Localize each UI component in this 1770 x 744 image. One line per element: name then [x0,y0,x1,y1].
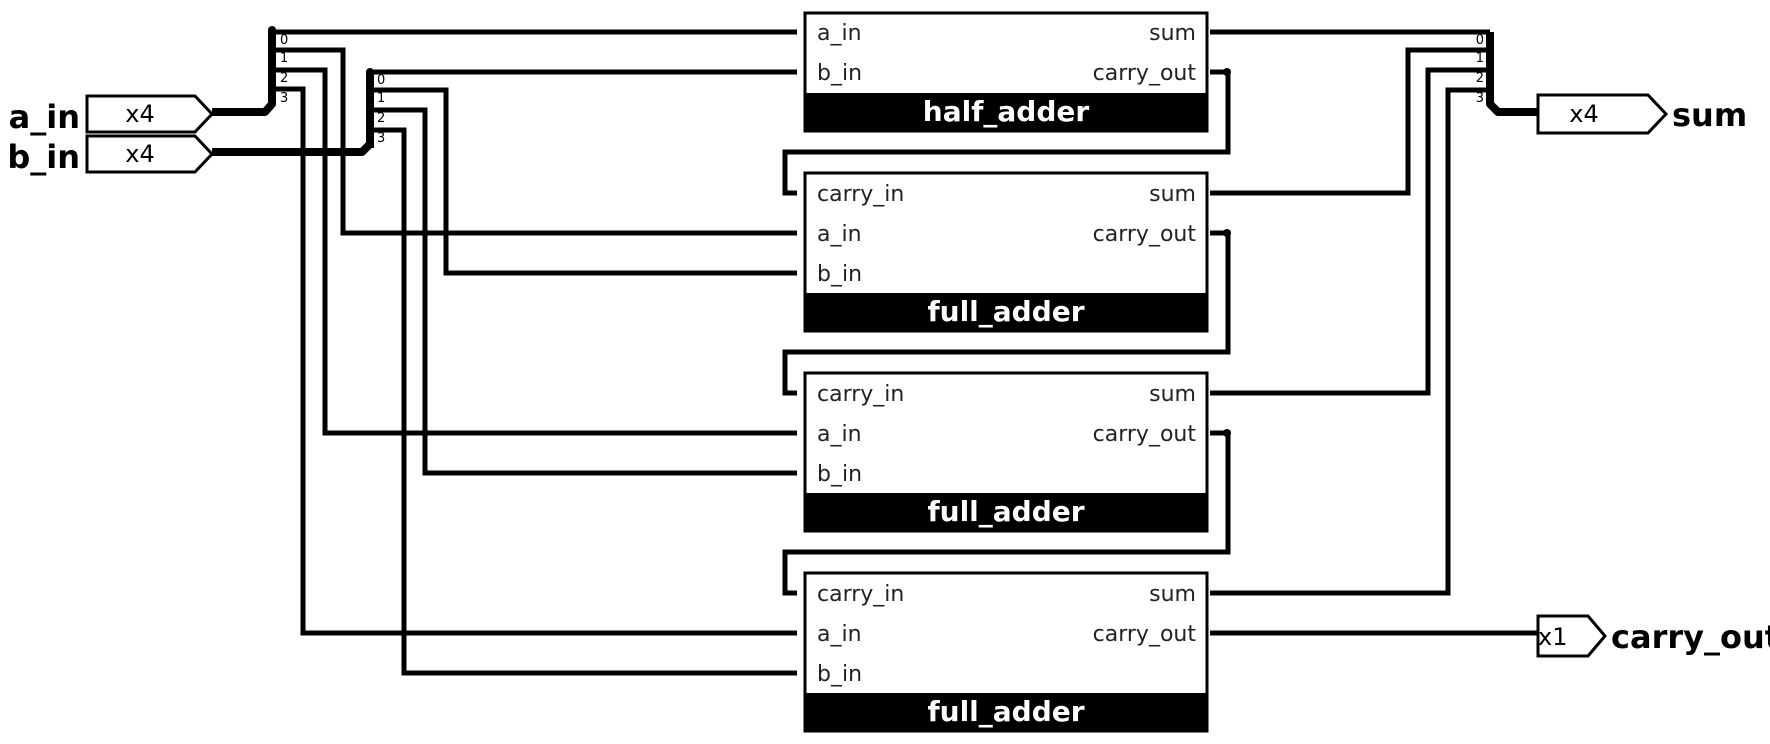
port-carry-out: carry_out [1093,622,1197,647]
port-carry-in: carry_in [817,182,904,207]
block-title-band [805,293,1207,331]
a-in-bit-label: 0 [280,33,288,48]
port-carry-in: carry_in [817,582,904,607]
port-carry-out: carry_out [1093,61,1197,86]
port-sum: sum [1149,582,1196,607]
a-in-bit-label: 3 [280,91,288,106]
port-a-in: a_in [817,422,862,447]
port-sum: sum [1149,382,1196,407]
block-title: half_adder [923,95,1090,128]
half-adder-block: half_adder a_in b_in sum carry_out [803,11,1209,133]
pin-dots [1223,68,1231,437]
port-a-in: a_in [817,622,862,647]
wire-a3 [272,86,797,636]
wire-a1 [272,47,797,236]
sum-bit-label: 3 [1476,91,1484,106]
wire-a2 [272,67,797,436]
wire-b3 [370,127,797,676]
a-in-bit-label: 1 [280,51,288,66]
block-title: full_adder [927,495,1084,528]
sum-bus [1486,32,1538,116]
port-carry-out: carry_out [1093,222,1197,247]
port-b-in: b_in [817,662,862,687]
output-label-carry-out: carry_out [1611,618,1770,656]
full-adder-block-3: full_adder carry_in a_in b_in sum carry_… [803,571,1209,733]
port-sum: sum [1149,21,1196,46]
port-b-in: b_in [817,462,862,487]
input-tag-b-in [85,134,215,174]
junction-dot [1223,229,1231,237]
port-carry-out: carry_out [1093,422,1197,447]
wire-b1 [370,87,797,276]
input-label-b-in: b_in [7,138,80,176]
b-in-bit-label: 2 [377,111,385,126]
block-title-band [805,93,1207,131]
port-b-in: b_in [817,61,862,86]
b-in-bus [212,68,374,156]
input-b-in: b_in x4 [7,134,215,176]
wire-s2 [1210,67,1490,396]
output-width-carry-out: x1 [1538,623,1567,651]
input-a-in: a_in x4 [9,94,215,136]
input-tag-a-in [85,94,215,134]
junction-dot [1223,429,1231,437]
input-width-b-in: x4 [125,140,154,168]
port-sum: sum [1149,182,1196,207]
a-in-bus [212,26,276,116]
b-in-bit-label: 3 [377,131,385,146]
full-adder-block-1: full_adder carry_in a_in b_in sum carry_… [803,171,1209,333]
block-title: full_adder [927,295,1084,328]
full-adder-block-2: full_adder carry_in a_in b_in sum carry_… [803,371,1209,533]
block-title-band [805,693,1207,731]
b-in-bit-label: 0 [377,73,385,88]
port-a-in: a_in [817,21,862,46]
output-width-sum: x4 [1569,100,1598,128]
sum-bit-label: 1 [1476,51,1484,66]
junction-dot [1223,68,1231,76]
bit-labels: 0 1 2 3 0 1 2 3 0 1 2 3 [280,33,1484,146]
port-a-in: a_in [817,222,862,247]
port-carry-in: carry_in [817,382,904,407]
block-title: full_adder [927,695,1084,728]
block-title-band [805,493,1207,531]
input-width-a-in: x4 [125,100,154,128]
wires [212,26,1538,676]
input-label-a-in: a_in [9,98,80,136]
port-b-in: b_in [817,262,862,287]
b-in-bit-label: 1 [377,91,385,106]
output-tag-carry-out [1536,614,1607,658]
wire-b2 [370,107,797,476]
wire-s3 [1210,87,1490,596]
output-tag-sum [1536,93,1669,135]
sum-bit-label: 2 [1476,71,1484,86]
output-label-sum: sum [1672,96,1747,134]
a-in-bit-label: 2 [280,71,288,86]
wire-s1 [1210,47,1490,196]
output-carry-out: x1 carry_out [1536,614,1770,658]
output-sum: x4 sum [1536,93,1747,135]
sum-bit-label: 0 [1476,33,1484,48]
